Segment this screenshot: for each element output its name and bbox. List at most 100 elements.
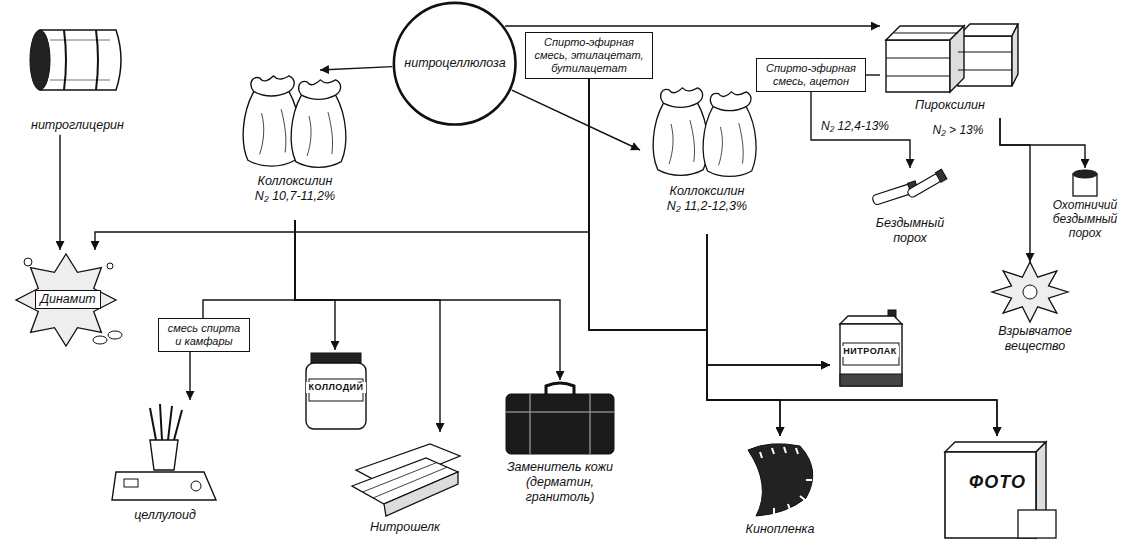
central-circle: нитроцеллюлоза bbox=[392, 1, 517, 126]
product-node: ФОТО bbox=[935, 436, 1060, 542]
text-group: целлулоид bbox=[110, 508, 220, 523]
text-group: Пироксилин bbox=[880, 98, 1020, 113]
bale-side bbox=[1012, 24, 1018, 86]
product-node: Нитрошелк bbox=[345, 432, 465, 540]
sack-icon bbox=[291, 80, 346, 167]
film-perforation bbox=[760, 447, 812, 514]
cartridge-body bbox=[906, 173, 942, 199]
node-text: ФОТО bbox=[967, 472, 1028, 493]
product-node: НИТРОЛАК bbox=[830, 310, 910, 390]
suitcase-handle bbox=[546, 383, 574, 394]
barrel-hoop bbox=[64, 30, 98, 90]
connector bbox=[707, 234, 780, 436]
node-text: НИТРОЛАК bbox=[841, 346, 898, 357]
powder-can-lid bbox=[1073, 170, 1097, 178]
node-text: N₂ 11,2-12,3% bbox=[665, 199, 749, 214]
celluloid-plate bbox=[112, 472, 216, 500]
node-text: Спирто-эфирная смесь, этилацетат, бутила… bbox=[531, 36, 648, 75]
connector bbox=[59, 135, 60, 250]
product-node: Бездымный порох bbox=[860, 168, 960, 258]
text-group: Бездымный порох bbox=[860, 216, 960, 246]
dynamite-pill bbox=[93, 336, 107, 344]
can-body bbox=[840, 324, 902, 386]
smoke-puff bbox=[24, 258, 32, 266]
connector bbox=[1000, 118, 1030, 262]
sacks-node: КоллоксилинN₂ 10,7-11,2% bbox=[228, 70, 362, 220]
photo-box-top bbox=[945, 442, 1046, 452]
explosion-icon bbox=[16, 254, 116, 346]
circle-outline bbox=[394, 3, 516, 125]
connector bbox=[295, 220, 335, 350]
connector bbox=[189, 352, 190, 400]
cartridge-icon bbox=[906, 169, 947, 199]
connector bbox=[1000, 118, 1085, 168]
text-group: КоллоксилинN₂ 10,7-11,2% bbox=[228, 174, 362, 204]
connector bbox=[866, 74, 880, 75]
barrel-end bbox=[30, 30, 50, 90]
bale-front bbox=[886, 40, 950, 92]
connector bbox=[505, 25, 880, 26]
solvent-box: смесь спирта и камфары bbox=[158, 318, 250, 352]
connector bbox=[320, 67, 392, 70]
node-text: целлулоид bbox=[132, 508, 198, 523]
node-text: Динамит bbox=[35, 290, 101, 309]
node-text: смесь спирта и камфары bbox=[164, 322, 244, 348]
connector bbox=[512, 90, 640, 150]
product-node: Заменитель кожи (дерматин, гранитоль) bbox=[488, 380, 632, 506]
smoke-puff bbox=[107, 263, 113, 269]
node-text: Взрывчатое вещество bbox=[975, 324, 1095, 354]
celluloid-item bbox=[191, 481, 201, 491]
product-node: КОЛЛОДИЙ bbox=[298, 350, 374, 432]
suitcase-strap bbox=[506, 394, 614, 454]
jar-lid bbox=[311, 353, 361, 363]
text-group: КОЛЛОДИЙ bbox=[298, 382, 374, 393]
text-group: Кинопленка bbox=[730, 522, 830, 537]
connector bbox=[295, 220, 440, 432]
can-band bbox=[840, 374, 902, 386]
node-text: Бездымный порох bbox=[860, 216, 960, 246]
text-group: КоллоксилинN₂ 11,2-12,3% bbox=[640, 184, 774, 214]
sack-icon bbox=[653, 88, 708, 175]
dynamite-pill bbox=[108, 331, 122, 339]
connector bbox=[589, 79, 830, 365]
celluloid-sticks bbox=[150, 404, 182, 440]
node-text: Кинопленка bbox=[744, 522, 817, 537]
product-node: Взрывчатое вещество bbox=[975, 262, 1095, 360]
connector bbox=[589, 79, 780, 436]
text-group: ФОТО bbox=[935, 472, 1060, 493]
node-text: Охотничий бездымный порох bbox=[1042, 198, 1128, 240]
can-top bbox=[840, 316, 902, 324]
product-node: Охотничий бездымный порох bbox=[1042, 168, 1128, 254]
solvent-box: Спирто-эфирная смесь, этилацетат, бутила… bbox=[525, 32, 654, 79]
edge-label: N₂ > 13% bbox=[931, 124, 986, 138]
barrel-shading bbox=[50, 40, 110, 80]
sacks-node: КоллоксилинN₂ 11,2-12,3% bbox=[640, 84, 774, 234]
text-group: Взрывчатое вещество bbox=[975, 324, 1095, 354]
connector bbox=[707, 234, 830, 365]
product-node: целлулоид bbox=[110, 400, 220, 528]
bale-front bbox=[958, 36, 1012, 86]
connector bbox=[707, 234, 997, 436]
connector bbox=[589, 79, 997, 436]
text-group: Заменитель кожи (дерматин, гранитоль) bbox=[488, 460, 632, 504]
explosion-icon bbox=[992, 262, 1068, 322]
explosion-core bbox=[1023, 285, 1037, 299]
sack-icon bbox=[703, 92, 756, 177]
node-text: нитроцеллюлоза bbox=[402, 56, 507, 71]
edge-label: N₂ 12,4-13% bbox=[819, 120, 891, 134]
cartridge-cap bbox=[935, 169, 947, 182]
barrel-body bbox=[40, 30, 121, 90]
product-node: Динамит bbox=[8, 250, 128, 350]
text-group: смесь спирта и камфары bbox=[164, 322, 244, 348]
celluloid-cup bbox=[150, 440, 178, 470]
silk-fold bbox=[384, 472, 458, 516]
node-text: Коллоксилин bbox=[668, 184, 747, 199]
film-strip bbox=[748, 444, 813, 516]
text-group: Динамит bbox=[8, 290, 128, 309]
node-text: Нитрошелк bbox=[368, 520, 442, 535]
node-text: N₂ 10,7-11,2% bbox=[253, 189, 337, 204]
connector bbox=[95, 220, 295, 250]
text-group: Спирто-эфирная смесь, ацетон bbox=[762, 62, 860, 88]
connector bbox=[295, 220, 560, 380]
